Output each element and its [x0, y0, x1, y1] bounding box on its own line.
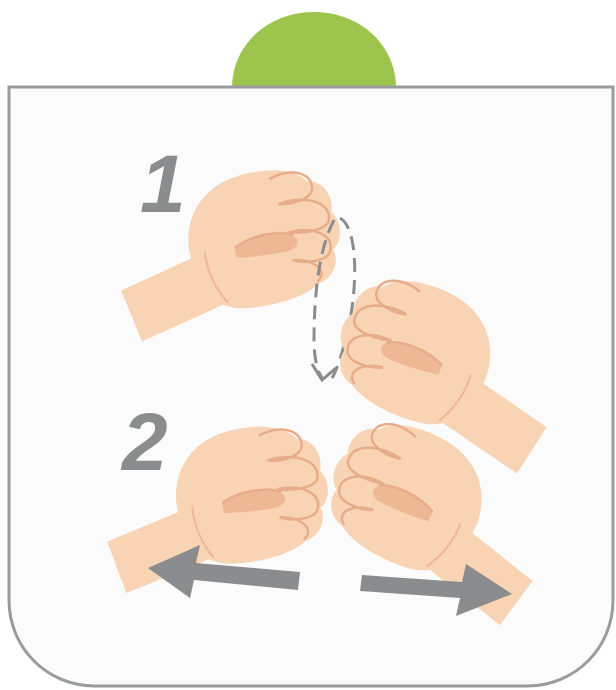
instruction-card: [9, 87, 613, 686]
step-number-2: 2: [120, 397, 168, 488]
tab-indicator: [232, 12, 396, 88]
step-number-1: 1: [140, 139, 186, 230]
